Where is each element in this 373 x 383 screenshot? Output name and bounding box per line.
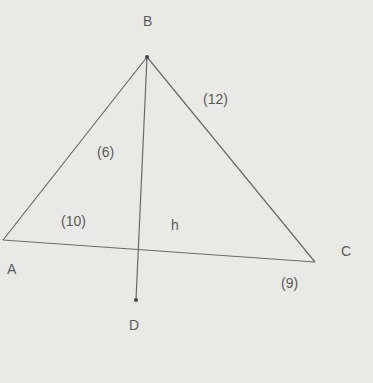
side-line <box>3 240 315 262</box>
vertex-label: D <box>128 318 140 333</box>
vertex-label: (12) <box>202 92 229 107</box>
vertex-label: B <box>142 14 153 29</box>
vertex-label: h <box>170 218 180 233</box>
vertex-label: (10) <box>60 214 87 229</box>
altitude-line <box>136 57 147 300</box>
vertex-label: (9) <box>280 276 299 291</box>
side-line <box>147 57 315 262</box>
vertex-dot <box>145 55 149 59</box>
vertex-dot <box>134 298 138 302</box>
triangle-sides <box>3 57 315 300</box>
vertex-label: (6) <box>96 145 115 160</box>
side-line <box>3 57 147 240</box>
vertex-label: A <box>6 262 17 277</box>
vertex-label: C <box>340 244 352 259</box>
